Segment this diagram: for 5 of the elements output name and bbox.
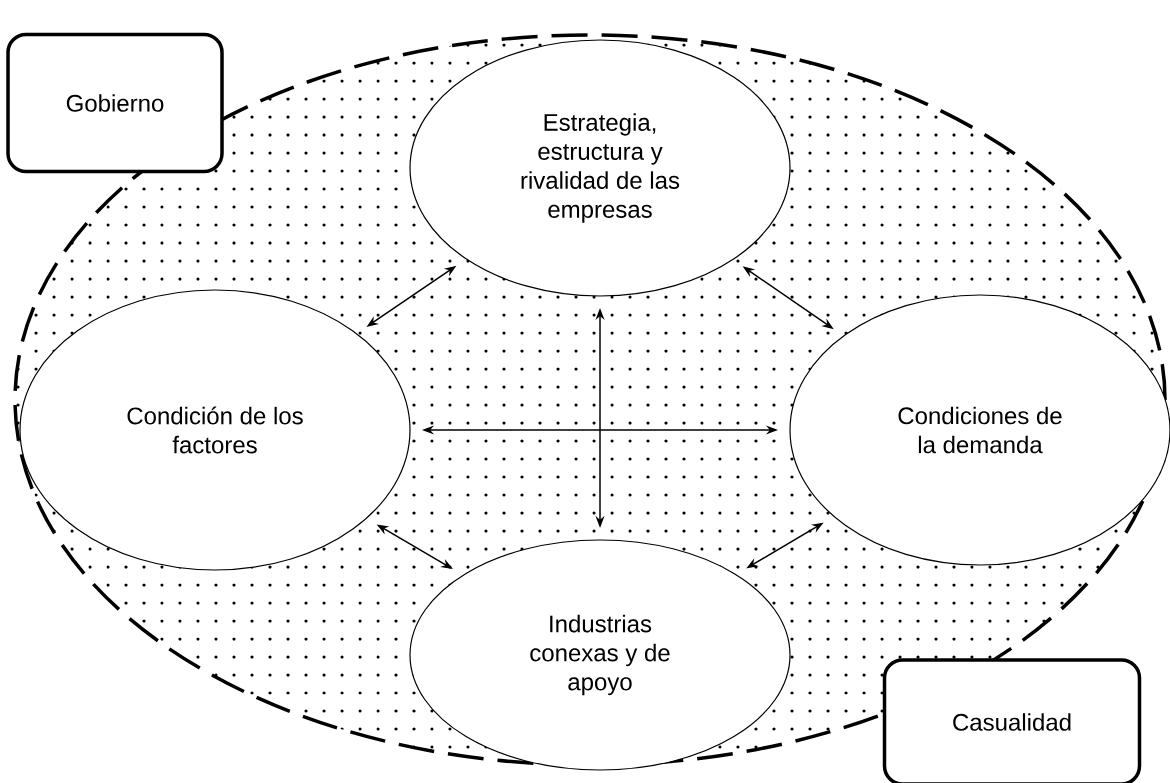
- rounded-box: Casualidad: [882, 658, 1142, 783]
- node-label: Condiciones de la demanda: [898, 406, 1062, 454]
- node-label: Industrias conexas y de apoyo: [530, 614, 670, 696]
- rounded-box: Gobierno: [6, 32, 224, 174]
- dotted-ellipse: [13, 33, 1167, 767]
